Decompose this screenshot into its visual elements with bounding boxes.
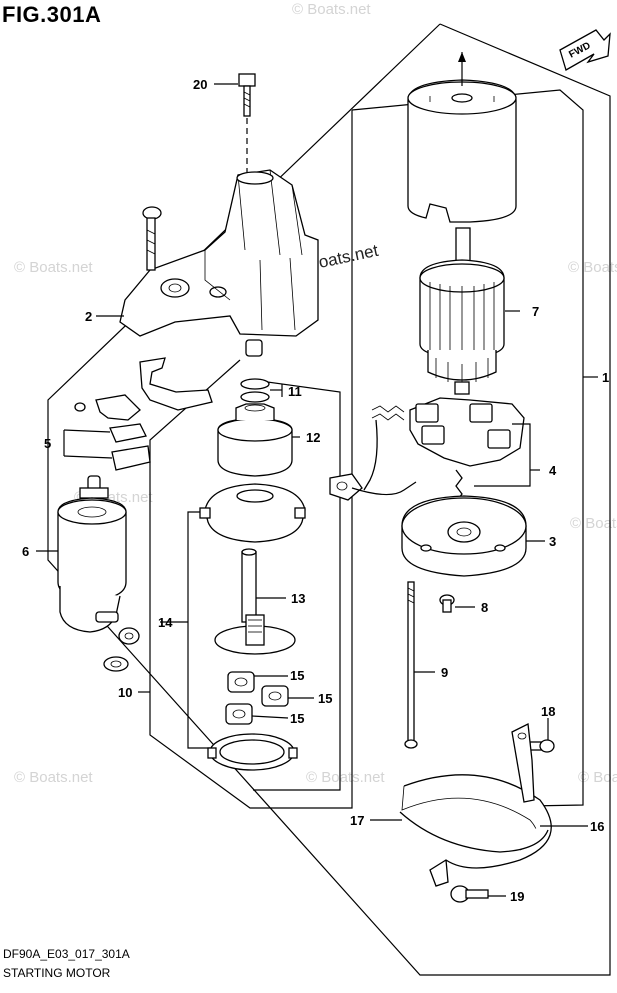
figure-caption: STARTING MOTOR: [3, 966, 111, 980]
bushing: [245, 339, 263, 357]
callout-13: 13: [291, 591, 305, 606]
watermark: © Boats.net: [570, 515, 617, 532]
callout-3: 3: [549, 534, 556, 549]
assembly-frame-top: [47, 23, 441, 415]
shift-lever: [74, 357, 213, 421]
yoke-cover: [407, 79, 517, 223]
watermark-group: © Boats.net © Boats.net © Boats.net © Bo…: [14, 1, 617, 786]
callout-20: 20: [193, 77, 207, 92]
callout-15: 15: [290, 668, 304, 683]
bolt-18: [529, 739, 555, 753]
callout-18: 18: [541, 704, 555, 719]
callout-1: 1: [602, 370, 609, 385]
through-bolt-9: [404, 581, 418, 749]
bolt-20: [238, 73, 256, 117]
watermark: © Boats.net: [14, 769, 93, 786]
callout-2: 2: [85, 309, 92, 324]
leader-lines: [36, 83, 598, 897]
screw-8: [439, 594, 455, 613]
figure-title: FIG.301A: [2, 2, 102, 27]
callout-9: 9: [441, 665, 448, 680]
fwd-arrow-icon: FWD: [559, 29, 611, 71]
end-cover-3: [401, 495, 527, 577]
watermark: © Boats.net: [306, 769, 385, 786]
watermark: © Boats.net: [578, 769, 617, 786]
watermark: © Boats.net: [14, 259, 93, 276]
group-10-bracket: [252, 379, 341, 791]
planet-gears-15: [225, 671, 289, 725]
figure-code: DF90A_E03_017_301A: [3, 947, 130, 961]
watermark: © Boats.net: [292, 1, 371, 18]
callout-10: 10: [118, 685, 132, 700]
snap-rings-11: [240, 378, 270, 403]
callout-8: 8: [481, 600, 488, 615]
plates-5: [109, 423, 151, 471]
callout-12: 12: [306, 430, 320, 445]
callout-6: 6: [22, 544, 29, 559]
callout-15: 15: [290, 711, 304, 726]
callout-19: 19: [510, 889, 524, 904]
callout-16: 16: [590, 819, 604, 834]
solenoid-6: [57, 475, 140, 672]
watermark: © Boats.net: [568, 259, 617, 276]
callout-14: 14: [158, 615, 173, 630]
internal-gear: [207, 733, 298, 771]
pinion-clutch-12: [217, 403, 293, 477]
callout-labels: 20 2 5 6 7 11 12 13 14 10 15 15 15 4 3 8…: [22, 77, 609, 904]
armature-7: [419, 227, 505, 395]
callout-4: 4: [549, 463, 557, 478]
mounting-band-16: [401, 723, 552, 887]
callout-15: 15: [318, 691, 332, 706]
callout-7: 7: [532, 304, 539, 319]
cushion-17: [399, 811, 549, 853]
drive-housing-2: [119, 169, 319, 337]
housing-bolt: [142, 206, 162, 271]
group-14-bracket: [187, 511, 210, 749]
drive-group-frame: [149, 110, 353, 809]
brush-holder-4: [329, 397, 525, 503]
callout-11: 11: [288, 384, 302, 399]
assembly-frame: [47, 23, 611, 976]
bolt-19: [450, 885, 489, 903]
center-bracket: [199, 483, 306, 543]
drive-shaft-13: [214, 548, 296, 655]
arrow-head: [458, 52, 466, 62]
callout-5: 5: [44, 436, 51, 451]
callout-17: 17: [350, 813, 364, 828]
